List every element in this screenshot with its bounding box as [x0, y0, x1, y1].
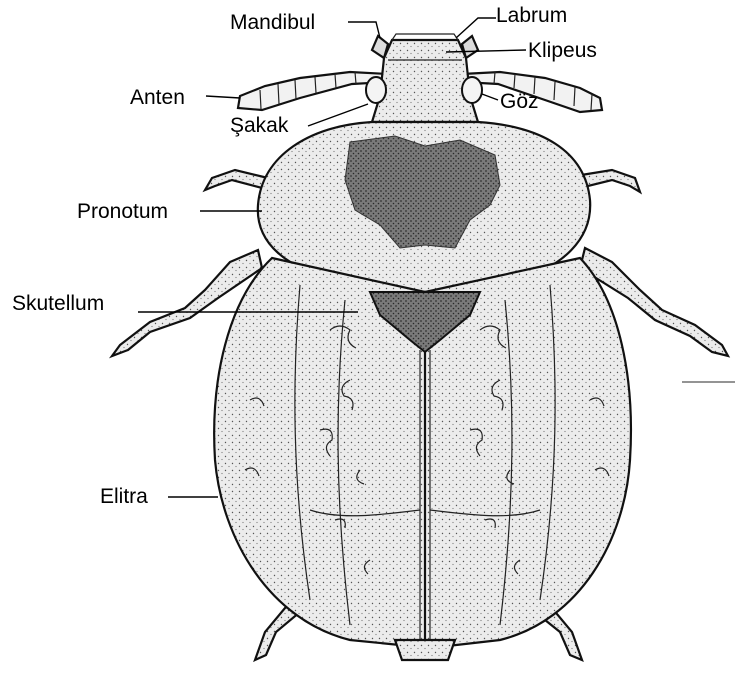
label-goz: Göz [500, 90, 539, 113]
label-klipeus: Klipeus [528, 39, 597, 62]
label-anten: Anten [130, 86, 185, 109]
label-skutellum: Skutellum [12, 292, 104, 315]
left-eye [366, 77, 386, 103]
leader-anten [206, 96, 240, 98]
label-labrum: Labrum [496, 4, 567, 27]
front-left-leg [205, 170, 268, 190]
label-mandibul: Mandibul [230, 11, 315, 34]
abdomen-tip [395, 640, 455, 660]
label-pronotum: Pronotum [77, 200, 168, 223]
right-eye [462, 77, 482, 103]
label-elitra: Elitra [100, 485, 148, 508]
label-sakak: Şakak [230, 114, 289, 137]
leader-goz [482, 94, 498, 100]
leader-labrum [456, 18, 496, 38]
leader-mandibul [348, 22, 380, 38]
